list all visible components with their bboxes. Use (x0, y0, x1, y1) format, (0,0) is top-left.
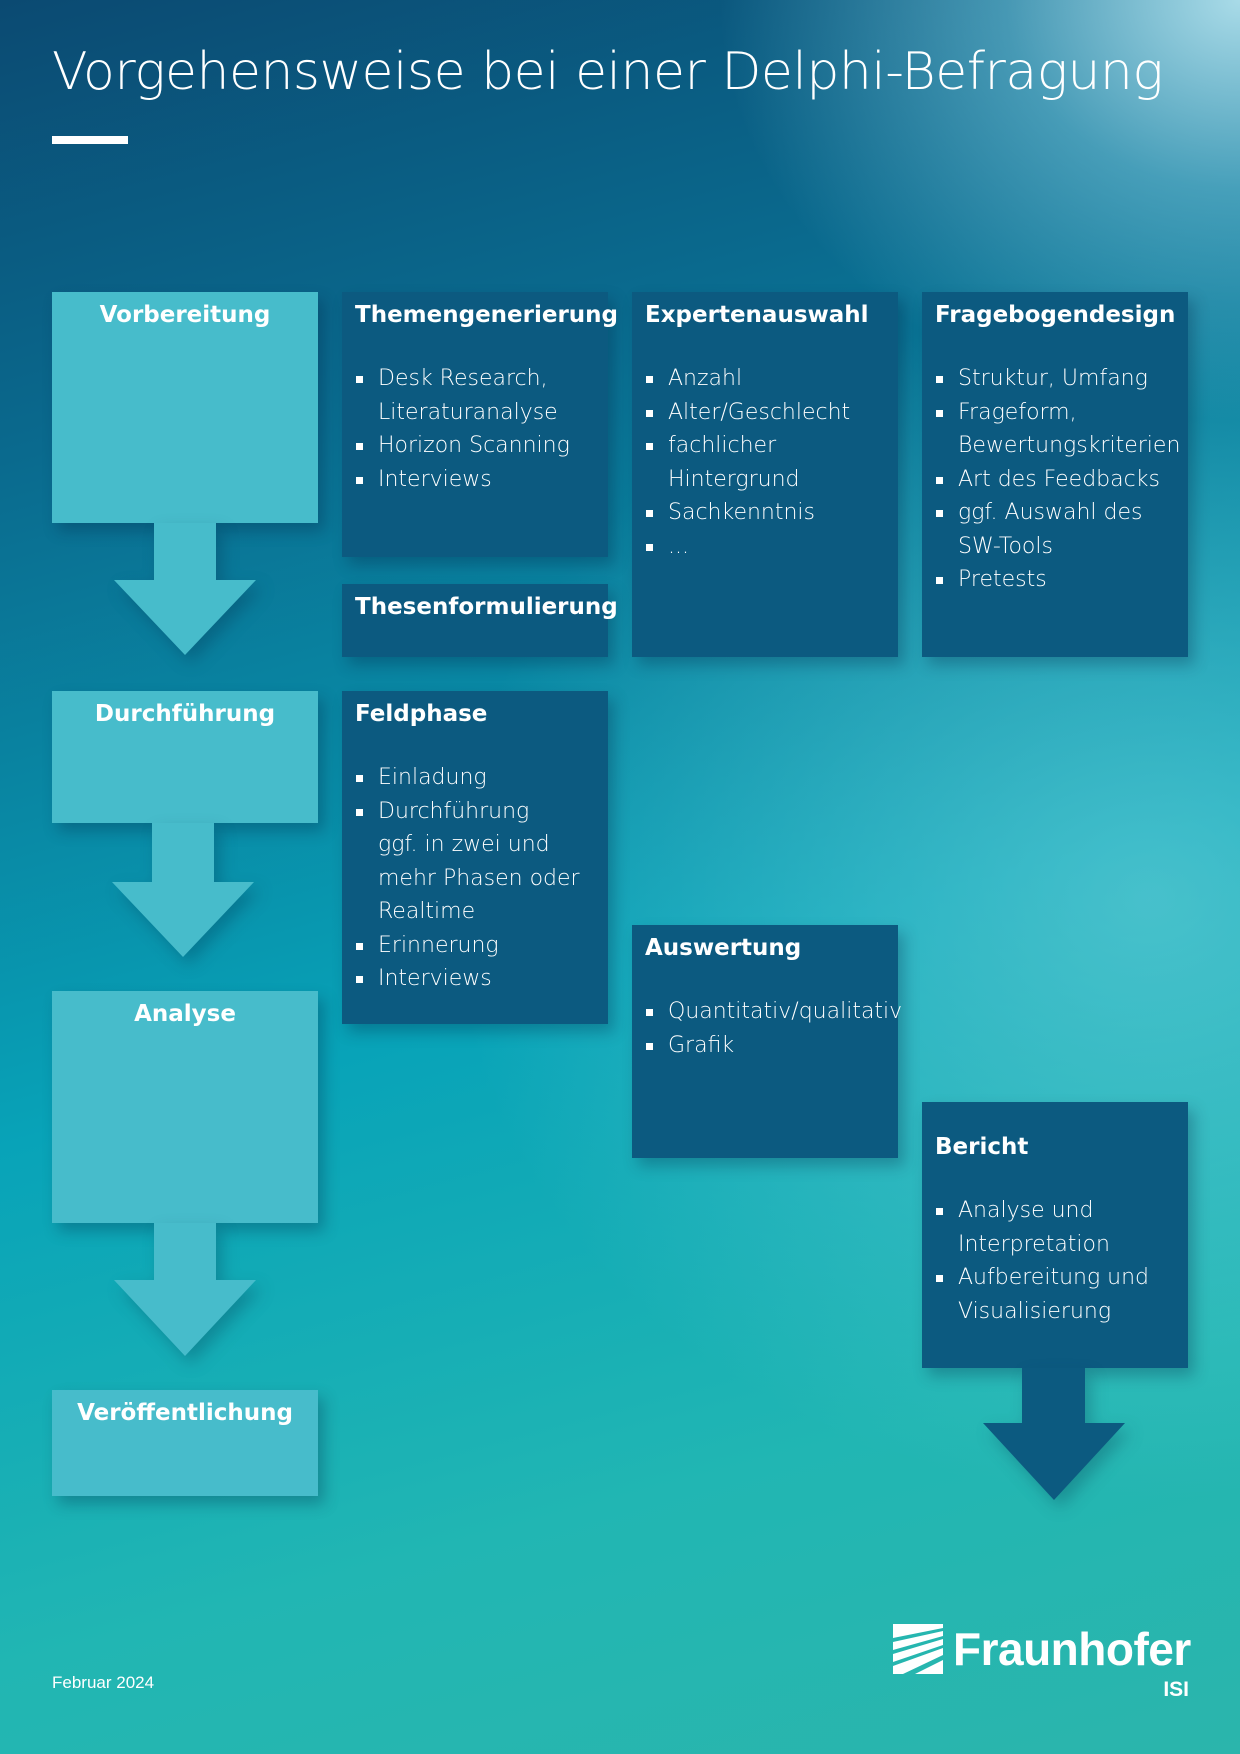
box-heading: Expertenauswahl (645, 302, 869, 328)
list-item: Art des Feedbacks (935, 463, 1176, 497)
bullet-list: Analyse und Interpretation Aufbereitung … (935, 1194, 1176, 1328)
box-heading: Feldphase (355, 701, 488, 727)
phase-label: Veröffentlichung (77, 1400, 293, 1426)
list-item: ggf. Auswahl des SW-Tools (935, 496, 1176, 563)
box-feldphase: Feldphase Einladung Durchführung ggf. in… (342, 691, 608, 1024)
phase-label: Durchführung (94, 701, 276, 727)
box-thesenformulierung: Thesenformulierung (342, 584, 618, 657)
down-arrow-icon (114, 1223, 256, 1356)
phase-analyse: Analyse (52, 991, 318, 1223)
list-item: Frageform, Bewertungskriterien (935, 396, 1180, 463)
phase-label: Vorbereitung (99, 302, 271, 328)
box-bericht: Bericht Analyse und Interpretation Aufbe… (922, 1102, 1188, 1368)
list-item: Erinnerung (355, 929, 596, 963)
bullet-list: Anzahl Alter/Geschlecht fachlicher Hinte… (645, 362, 886, 563)
phase-veroeffentlichung: Veröffentlichung (52, 1390, 318, 1496)
list-item: Analyse und Interpretation (935, 1194, 1176, 1261)
list-item: Struktur, Umfang (935, 362, 1176, 396)
list-item: Pretests (935, 563, 1176, 597)
list-item: ... (645, 530, 886, 564)
box-auswertung: Auswertung Quantitativ/qualitativ Grafik (632, 925, 902, 1158)
box-heading: Auswertung (645, 935, 802, 961)
title-underline (52, 136, 128, 144)
bullet-list: Desk Research, Literaturanalyse Horizon … (355, 362, 596, 496)
list-item: Interviews (355, 962, 596, 996)
phase-durchfuehrung: Durchführung (52, 691, 318, 823)
list-item: Quantitativ/qualitativ (645, 995, 902, 1029)
page-title: Vorgehensweise bei einer Delphi-Befragun… (52, 42, 1164, 102)
down-arrow-icon (983, 1368, 1125, 1500)
bullet-list: Quantitativ/qualitativ Grafik (645, 995, 902, 1063)
list-item: Grafik (645, 1029, 886, 1063)
list-item: fachlicher Hintergrund (645, 429, 886, 496)
box-heading: Bericht (935, 1134, 1029, 1160)
list-item: Horizon Scanning (355, 429, 596, 463)
bullet-list: Einladung Durchführung ggf. in zwei und … (355, 761, 596, 996)
down-arrow-icon (112, 823, 254, 957)
logo-sub: ISI (1163, 1678, 1189, 1701)
list-item: Desk Research, Literaturanalyse (355, 362, 596, 429)
fraunhofer-logo: Fraunhofer ISI (893, 1622, 1193, 1702)
logo-name: Fraunhofer (953, 1623, 1191, 1675)
list-item: Sachkenntnis (645, 496, 886, 530)
box-heading: Themengenerierung (355, 302, 619, 328)
list-item: Interviews (355, 463, 596, 497)
list-item: Einladung (355, 761, 596, 795)
phase-vorbereitung: Vorbereitung (52, 292, 318, 523)
bullet-list: Struktur, Umfang Frageform, Bewertungskr… (935, 362, 1180, 597)
box-heading: Thesenformulierung (355, 594, 618, 620)
box-expertenauswahl: Expertenauswahl Anzahl Alter/Geschlecht … (632, 292, 898, 657)
down-arrow-icon (114, 523, 256, 655)
list-item: Aufbereitung und Visualisierung (935, 1261, 1176, 1328)
footer-date: Februar 2024 (52, 1673, 155, 1692)
box-themengenerierung: Themengenerierung Desk Research, Literat… (342, 292, 619, 557)
box-heading: Fragebogendesign (935, 302, 1176, 328)
fraunhofer-mark-icon (893, 1624, 943, 1674)
list-item: Durchführung ggf. in zwei und mehr Phase… (355, 795, 596, 929)
list-item: Alter/Geschlecht (645, 396, 886, 430)
list-item: Anzahl (645, 362, 886, 396)
phase-label: Analyse (134, 1001, 236, 1027)
box-fragebogendesign: Fragebogendesign Struktur, Umfang Fragef… (922, 292, 1188, 657)
